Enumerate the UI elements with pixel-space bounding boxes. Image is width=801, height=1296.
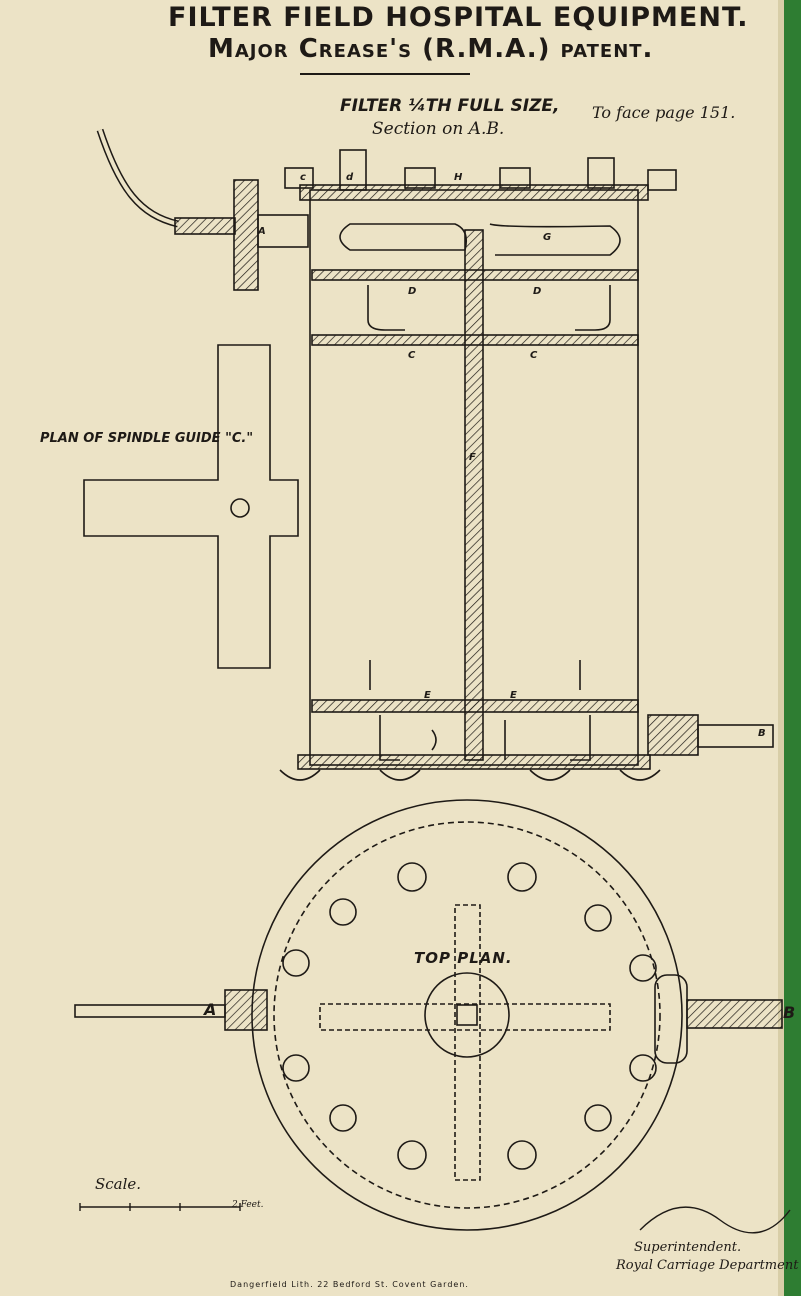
- label-f: F: [469, 452, 476, 463]
- section-view: [96, 128, 774, 781]
- scale-label: Scale.: [95, 1175, 142, 1193]
- label-e-right: E: [510, 690, 517, 701]
- label-g: G: [543, 232, 552, 243]
- label-a-plan: A: [204, 1000, 217, 1019]
- size-note: FILTER ¼TH FULL SIZE,: [340, 96, 560, 116]
- department: Royal Carriage Department: [616, 1258, 799, 1273]
- plan-of-spindle-guide: PLAN OF SPINDLE GUIDE "C.": [40, 431, 254, 446]
- spindle-guide-plan: [83, 344, 299, 669]
- label-h: H: [454, 172, 463, 183]
- label-c-left: C: [408, 350, 416, 361]
- label-a: A: [258, 226, 266, 237]
- label-d-left: D: [408, 286, 417, 297]
- title-line-1: FILTER FIELD HOSPITAL EQUIPMENT.: [168, 2, 749, 33]
- scale-unit: 2 Feet.: [232, 1200, 264, 1210]
- label-b-section: B: [758, 728, 766, 739]
- label-d-right: D: [533, 286, 542, 297]
- label-b-plan: B: [783, 1003, 796, 1022]
- top-plan-view: [74, 799, 783, 1231]
- label-c-right: C: [530, 350, 538, 361]
- section-note: Section on A.B.: [372, 119, 505, 139]
- signature-title: Superintendent.: [634, 1240, 742, 1255]
- label-small-c: c: [300, 172, 306, 183]
- label-e-left: E: [424, 690, 431, 701]
- binding-edge: [784, 0, 801, 1296]
- lithographer-imprint: Dangerfield Lith. 22 Bedford St. Covent …: [230, 1280, 469, 1289]
- scale-bar: [79, 1203, 241, 1211]
- signature-flourish: [639, 1206, 791, 1234]
- top-plan-label: TOP PLAN.: [414, 949, 513, 967]
- label-small-d: d: [346, 172, 354, 183]
- face-page-note: To face page 151.: [592, 103, 736, 122]
- title-line-2: Major Crease's (R.M.A.) patent.: [208, 34, 654, 64]
